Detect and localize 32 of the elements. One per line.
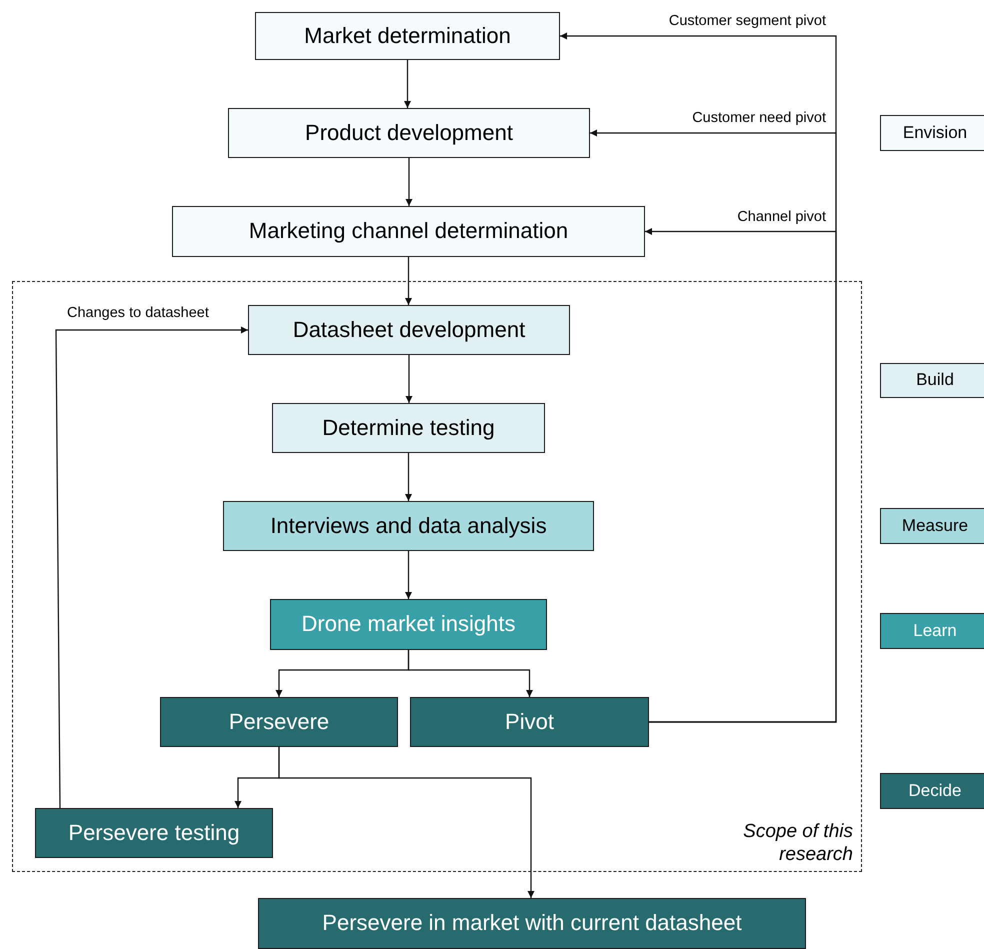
process-box: Pivot	[410, 697, 649, 747]
arrow	[278, 747, 534, 898]
process-box: Persevere	[160, 697, 398, 747]
phase-box: Measure	[880, 508, 984, 544]
process-box: Interviews and data analysis	[223, 501, 594, 551]
edge-label: Channel pivot	[735, 210, 828, 226]
process-box: Determine testing	[272, 403, 545, 453]
process-box: Datasheet development	[248, 305, 570, 355]
phase-box: Envision	[880, 115, 984, 151]
arrow	[55, 326, 248, 808]
scope-boundary	[12, 281, 862, 872]
arrow	[405, 257, 412, 305]
process-box: Product development	[228, 108, 590, 158]
process-box: Persevere testing	[35, 808, 273, 858]
arrow	[645, 228, 837, 723]
process-box: Market determination	[255, 12, 560, 60]
edge-label: Customer need pivot	[690, 111, 828, 127]
scope-caption: Scope of this research	[742, 820, 853, 867]
phase-box: Learn	[880, 613, 984, 649]
process-box: Drone market insights	[270, 599, 547, 650]
process-box: Marketing channel determination	[172, 206, 645, 257]
edge-label: Changes to datasheet	[65, 306, 211, 322]
phase-box: Build	[880, 363, 984, 398]
arrow	[406, 158, 412, 206]
arrow	[405, 453, 412, 501]
arrow	[406, 355, 412, 403]
arrow	[408, 650, 533, 697]
phase-box: Decide	[880, 773, 984, 809]
process-box: Persevere in market with current datasheet	[258, 898, 806, 949]
arrow	[405, 551, 412, 599]
arrow	[404, 60, 411, 108]
edge-label: Customer segment pivot	[666, 14, 828, 30]
